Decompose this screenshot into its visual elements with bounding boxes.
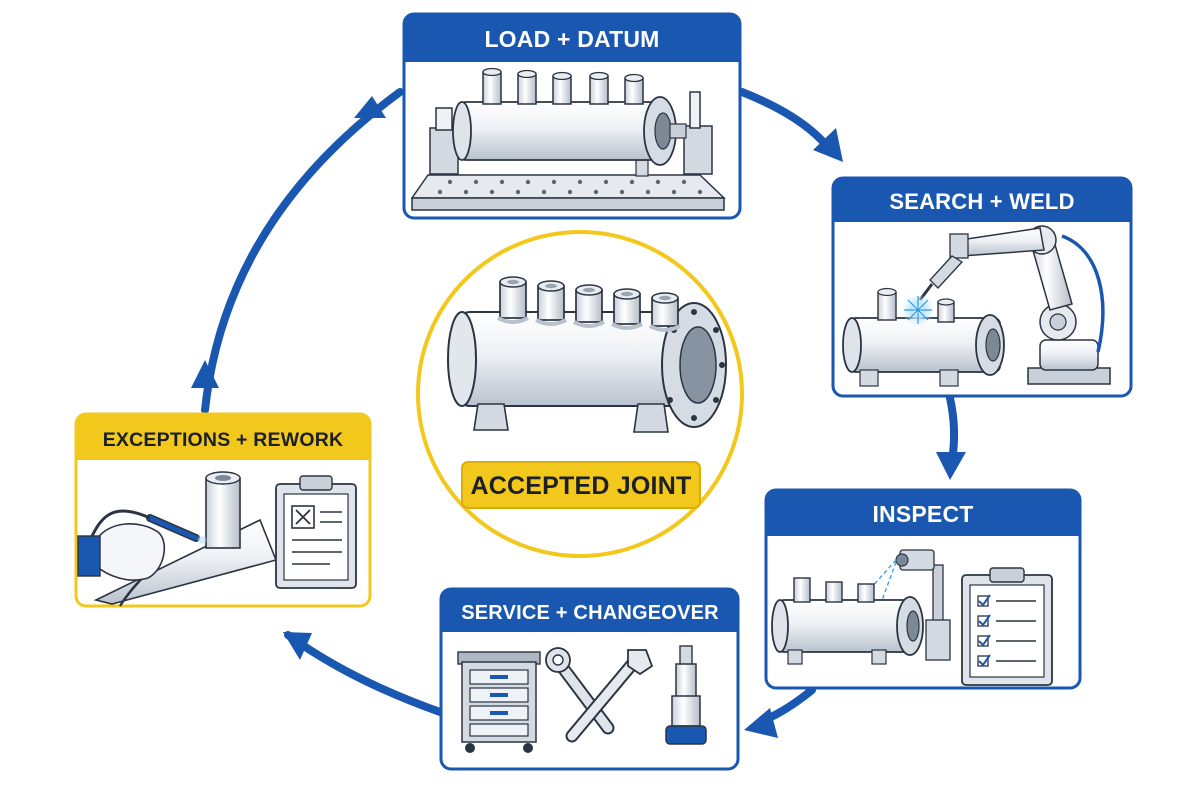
manual-rework-illustration	[77, 471, 357, 607]
card-header	[833, 178, 1131, 222]
arrowhead-to-inspect	[936, 452, 966, 480]
stage-title: INSPECT	[872, 501, 973, 527]
ring-arc-weld-to-inspect	[946, 394, 959, 464]
fixture-table-illustration	[410, 67, 726, 211]
cycle-arrowheads	[191, 96, 966, 738]
arrowhead-mid-rework-loop	[191, 360, 219, 388]
glove-icon	[95, 523, 166, 581]
stage-card-exceptions-rework[interactable]: EXCEPTIONS + REWORK	[74, 412, 372, 608]
wrench-icon	[545, 647, 615, 735]
center-label: ACCEPTED JOINT	[471, 472, 692, 500]
inspection-illustration	[771, 549, 1053, 686]
stage-card-inspect[interactable]: INSPECT	[764, 488, 1082, 690]
robot-weld-illustration	[842, 225, 1111, 387]
arrowhead-to-service	[744, 708, 778, 738]
torch-part-icon	[665, 645, 707, 745]
card-header	[404, 14, 740, 62]
service-tools-illustration	[457, 645, 707, 753]
stage-title: SERVICE + CHANGEOVER	[461, 602, 719, 624]
ring-arc-rework-to-load	[201, 88, 404, 414]
card-header	[76, 414, 370, 460]
card-header	[766, 490, 1080, 536]
card-header	[441, 589, 738, 632]
accepted-joint-hub[interactable]: ACCEPTED JOINT	[416, 230, 744, 558]
ring-arc-load-to-weld	[738, 88, 830, 149]
ring-arc-service-to-rework	[284, 631, 444, 716]
stage-title: SEARCH + WELD	[889, 189, 1074, 214]
spanner-icon	[565, 649, 654, 743]
stage-card-search-weld[interactable]: SEARCH + WELD	[831, 176, 1133, 398]
stage-title: EXCEPTIONS + REWORK	[103, 429, 344, 451]
accepted-header-illustration	[447, 276, 727, 433]
stage-card-load-datum[interactable]: LOAD + DATUM	[402, 12, 742, 220]
arrowhead-to-weld	[813, 128, 843, 162]
accepted-joint-banner	[461, 461, 701, 509]
arrowhead-to-load	[354, 96, 386, 118]
stage-card-service-changeover[interactable]: SERVICE + CHANGEOVER	[439, 587, 740, 771]
arrowhead-to-rework	[283, 632, 312, 660]
stage-title: LOAD + DATUM	[484, 26, 659, 52]
